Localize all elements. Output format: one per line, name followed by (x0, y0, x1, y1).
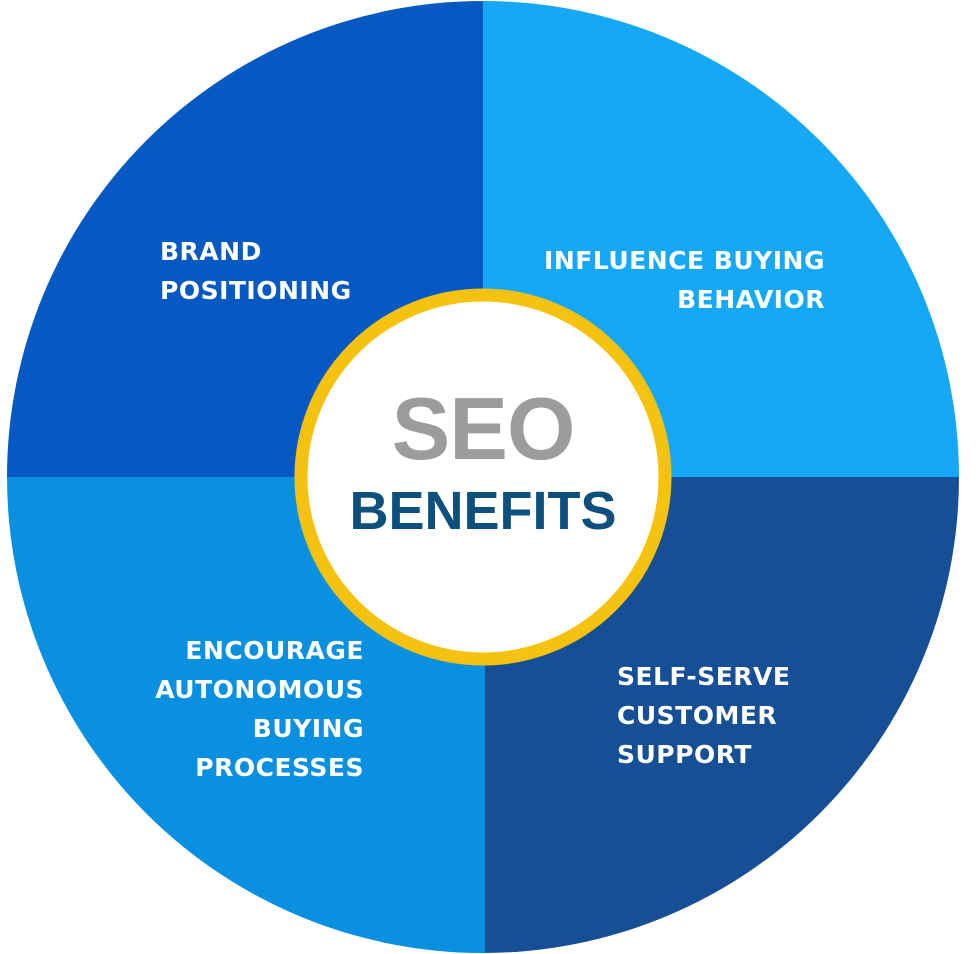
center-title: SEO (391, 379, 576, 478)
label-influence-buying-behavior: INFLUENCE BUYING BEHAVIOR (544, 246, 825, 314)
center-subtitle: BENEFITS (349, 481, 617, 541)
center-ring (294, 288, 672, 666)
label-encourage-autonomous-buying: ENCOURAGE AUTONOMOUS BUYING PROCESSES (155, 636, 364, 782)
label-self-serve-support: SELF-SERVE CUSTOMER SUPPORT (617, 662, 791, 769)
label-brand-positioning: BRAND POSITIONING (160, 237, 352, 305)
